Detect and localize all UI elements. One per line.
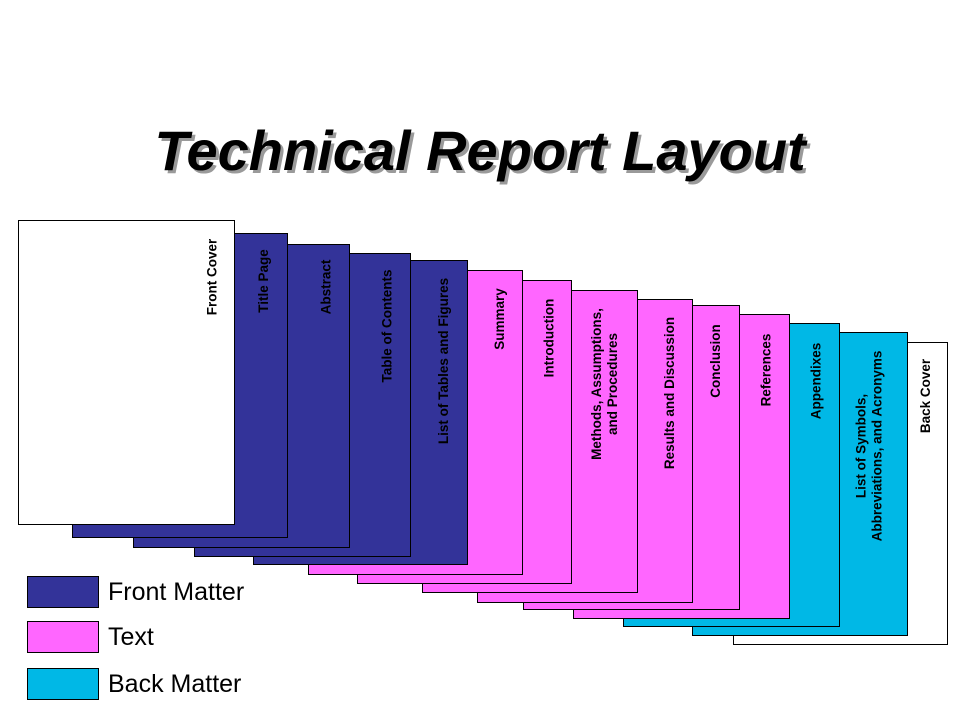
page-label: Table of Contents (379, 269, 394, 382)
legend-swatch-text (27, 621, 99, 653)
page-label: Back Cover (918, 358, 934, 434)
legend-label-front-matter: Front Matter (108, 578, 245, 606)
page-front-cover: Front Cover (18, 220, 235, 525)
page-label: List of Tables and Figures (436, 277, 452, 445)
page-label: Summary (491, 288, 507, 350)
page-label: Conclusion (707, 324, 723, 398)
page-label: Abstract (317, 259, 333, 314)
page-label: Introduction (540, 298, 556, 377)
page-label: Front Cover (203, 238, 219, 315)
legend-swatch-front-matter (27, 576, 99, 608)
page-label: References (757, 333, 773, 406)
page-label: Title Page (255, 249, 271, 313)
legend-label-text: Text (108, 623, 154, 651)
legend-swatch-back-matter (27, 668, 99, 700)
page-label: Results and Discussion (662, 316, 678, 470)
legend-label-back-matter: Back Matter (108, 670, 242, 698)
page-label: Methods, Assumptions, and Procedures (588, 308, 620, 460)
diagram-title: Technical Report Layout (154, 119, 806, 182)
page-label: Appendixes (807, 342, 823, 419)
page-label: List of Symbols, Abbreviations, and Acro… (852, 350, 884, 541)
